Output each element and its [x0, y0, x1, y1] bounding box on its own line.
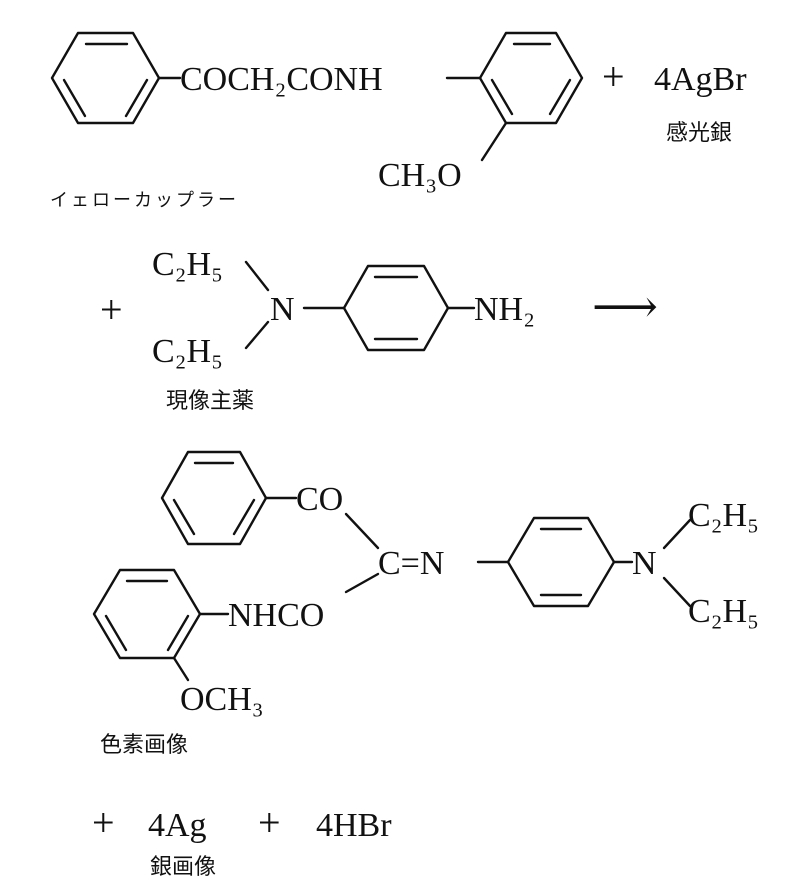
plus-sign-4: +	[258, 800, 281, 845]
coupler-molecule: COCH₂CONH CH₃O	[50, 31, 584, 194]
dye-ethyl-bottom: C₂H₅	[688, 593, 759, 630]
benzene-ring-4	[160, 450, 268, 546]
developer-ethyl-top: C₂H₅	[152, 246, 223, 283]
dye-name-label: 色素画像	[100, 733, 188, 758]
plus-sign-3: +	[92, 800, 115, 845]
dye-nitrogen: N	[632, 545, 657, 582]
dye-amide: NHCO	[228, 597, 324, 634]
dye-imine: C=N	[378, 545, 444, 582]
benzene-ring-6	[92, 568, 202, 660]
plus-sign-1: +	[602, 54, 625, 99]
benzene-ring-2	[478, 31, 584, 125]
developer-molecule: C₂H₅ C₂H₅ N NH₂	[152, 246, 535, 370]
developer-nitrogen: N	[270, 291, 295, 328]
developer-name-label: 現像主薬	[166, 389, 254, 414]
coupler-formula: COCH₂CONH	[180, 61, 383, 98]
acid-product-formula: 4HBr	[316, 807, 392, 844]
coupler-name-label: イェローカップラー	[50, 190, 239, 211]
reaction-arrow: ⟶	[592, 281, 658, 332]
benzene-ring-3	[342, 264, 450, 352]
dye-ethyl-top: C₂H₅	[688, 497, 759, 534]
silver-bromide-label: 感光銀	[666, 121, 732, 146]
coupler-methoxy: CH₃O	[378, 157, 462, 194]
dye-methoxy: OCH₃	[180, 681, 264, 718]
silver-product-label: 銀画像	[150, 855, 216, 880]
benzene-ring-1	[50, 31, 161, 125]
dye-molecule: CO C=N N C₂H₅ C₂H₅ NHCO OCH₃	[92, 450, 759, 718]
silver-product-formula: 4Ag	[148, 807, 207, 844]
silver-bromide-formula: 4AgBr	[654, 61, 747, 98]
dye-carbonyl-top: CO	[296, 481, 343, 518]
benzene-ring-5	[506, 516, 616, 608]
plus-sign-2: +	[100, 287, 123, 332]
developer-amine: NH₂	[474, 291, 535, 328]
developer-ethyl-bottom: C₂H₅	[152, 333, 223, 370]
